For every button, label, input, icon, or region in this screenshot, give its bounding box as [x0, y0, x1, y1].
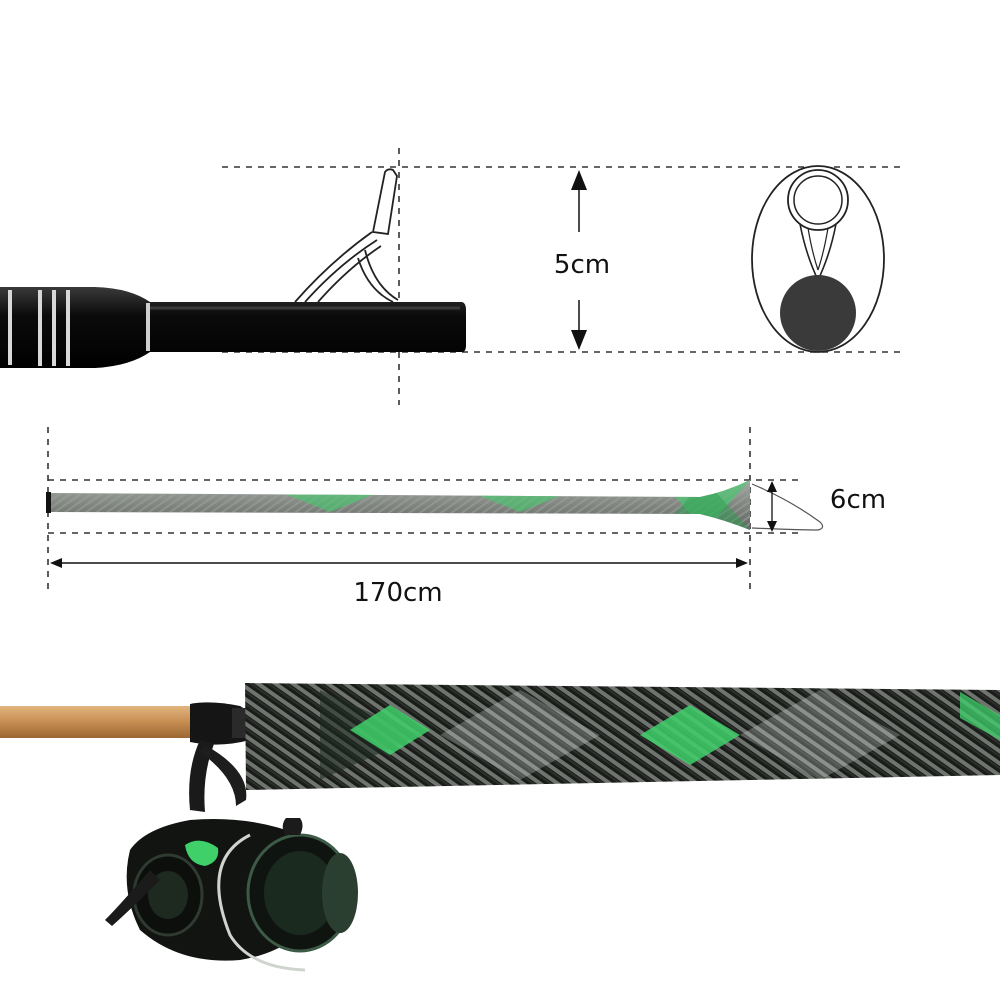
width-arrow [767, 481, 777, 532]
sleeve-dimension-diagram: 6cm 170cm [46, 427, 886, 608]
sleeve-photo [245, 683, 1000, 790]
rod-guide-illustration [294, 168, 399, 303]
rod-illustration [0, 287, 466, 368]
guide-end-view-illustration [751, 165, 885, 353]
guide-height-diagram: 5cm [0, 148, 905, 405]
length-arrow [50, 558, 748, 568]
height-arrow [571, 170, 587, 350]
spinning-reel [105, 740, 358, 972]
sleeve-width-label: 6cm [830, 485, 886, 515]
sleeve-illustration [46, 480, 824, 531]
cork-handle [0, 706, 195, 738]
sleeve-length-label: 170cm [353, 578, 442, 608]
product-photo-illustration [0, 683, 1000, 972]
guide-height-label: 5cm [554, 250, 610, 280]
